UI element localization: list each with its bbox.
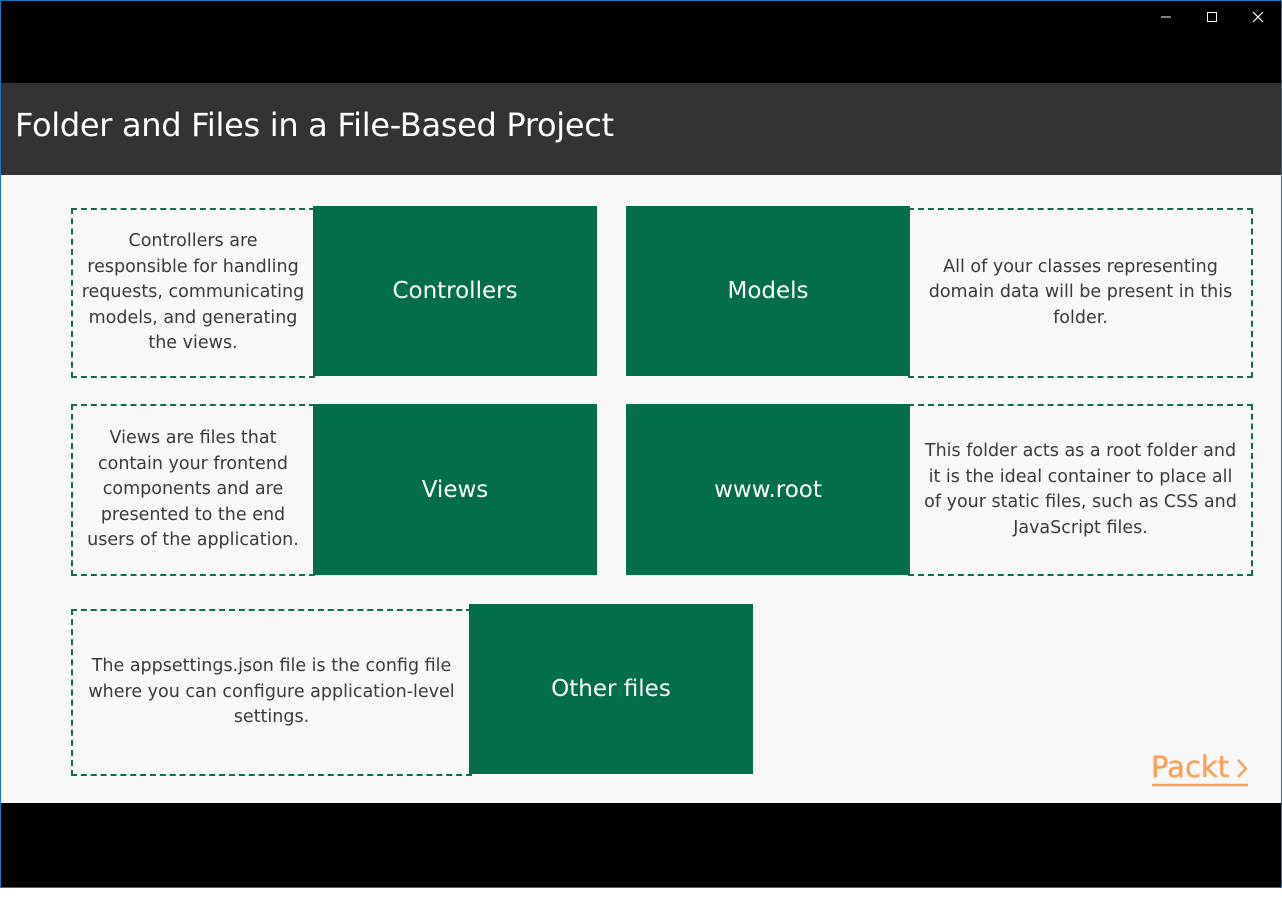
close-icon <box>1252 11 1264 23</box>
svg-text:Packt: Packt <box>1151 750 1229 784</box>
wwwroot-description-box: This folder acts as a root folder and it… <box>908 404 1253 576</box>
close-button[interactable] <box>1235 1 1281 33</box>
views-description-box: Views are files that contain your fronte… <box>71 404 315 576</box>
maximize-icon <box>1207 12 1217 22</box>
models-description: All of your classes representing domain … <box>928 256 1233 328</box>
other-files-description: The appsettings.json file is the config … <box>88 656 455 728</box>
wwwroot-label: www.root <box>714 476 822 503</box>
wwwroot-tile: www.root <box>626 404 910 575</box>
controllers-tile: Controllers <box>313 206 597 376</box>
minimize-button[interactable] <box>1143 1 1189 33</box>
maximize-button[interactable] <box>1189 1 1235 33</box>
title-bar: Folder and Files in a File-Based Project <box>1 83 1281 175</box>
controllers-label: Controllers <box>392 278 518 304</box>
views-description: Views are files that contain your fronte… <box>87 428 299 551</box>
models-label: Models <box>727 278 809 304</box>
wwwroot-description: This folder acts as a root folder and it… <box>924 441 1237 538</box>
controllers-description-box: Controllers are responsible for handling… <box>71 208 315 378</box>
packt-logo: Packt <box>1151 750 1248 787</box>
other-files-label: Other files <box>551 676 671 702</box>
window-controls <box>1143 1 1281 33</box>
slide: Folder and Files in a File-Based Project… <box>1 83 1281 803</box>
other-files-tile: Other files <box>469 604 753 774</box>
slide-title: Folder and Files in a File-Based Project <box>15 106 614 144</box>
views-label: Views <box>421 476 489 503</box>
other-files-description-box: The appsettings.json file is the config … <box>71 609 472 776</box>
models-tile: Models <box>626 206 910 376</box>
views-tile: Views <box>313 404 597 575</box>
models-description-box: All of your classes representing domain … <box>908 208 1253 378</box>
minimize-icon <box>1161 16 1171 18</box>
controllers-description: Controllers are responsible for handling… <box>81 231 305 354</box>
